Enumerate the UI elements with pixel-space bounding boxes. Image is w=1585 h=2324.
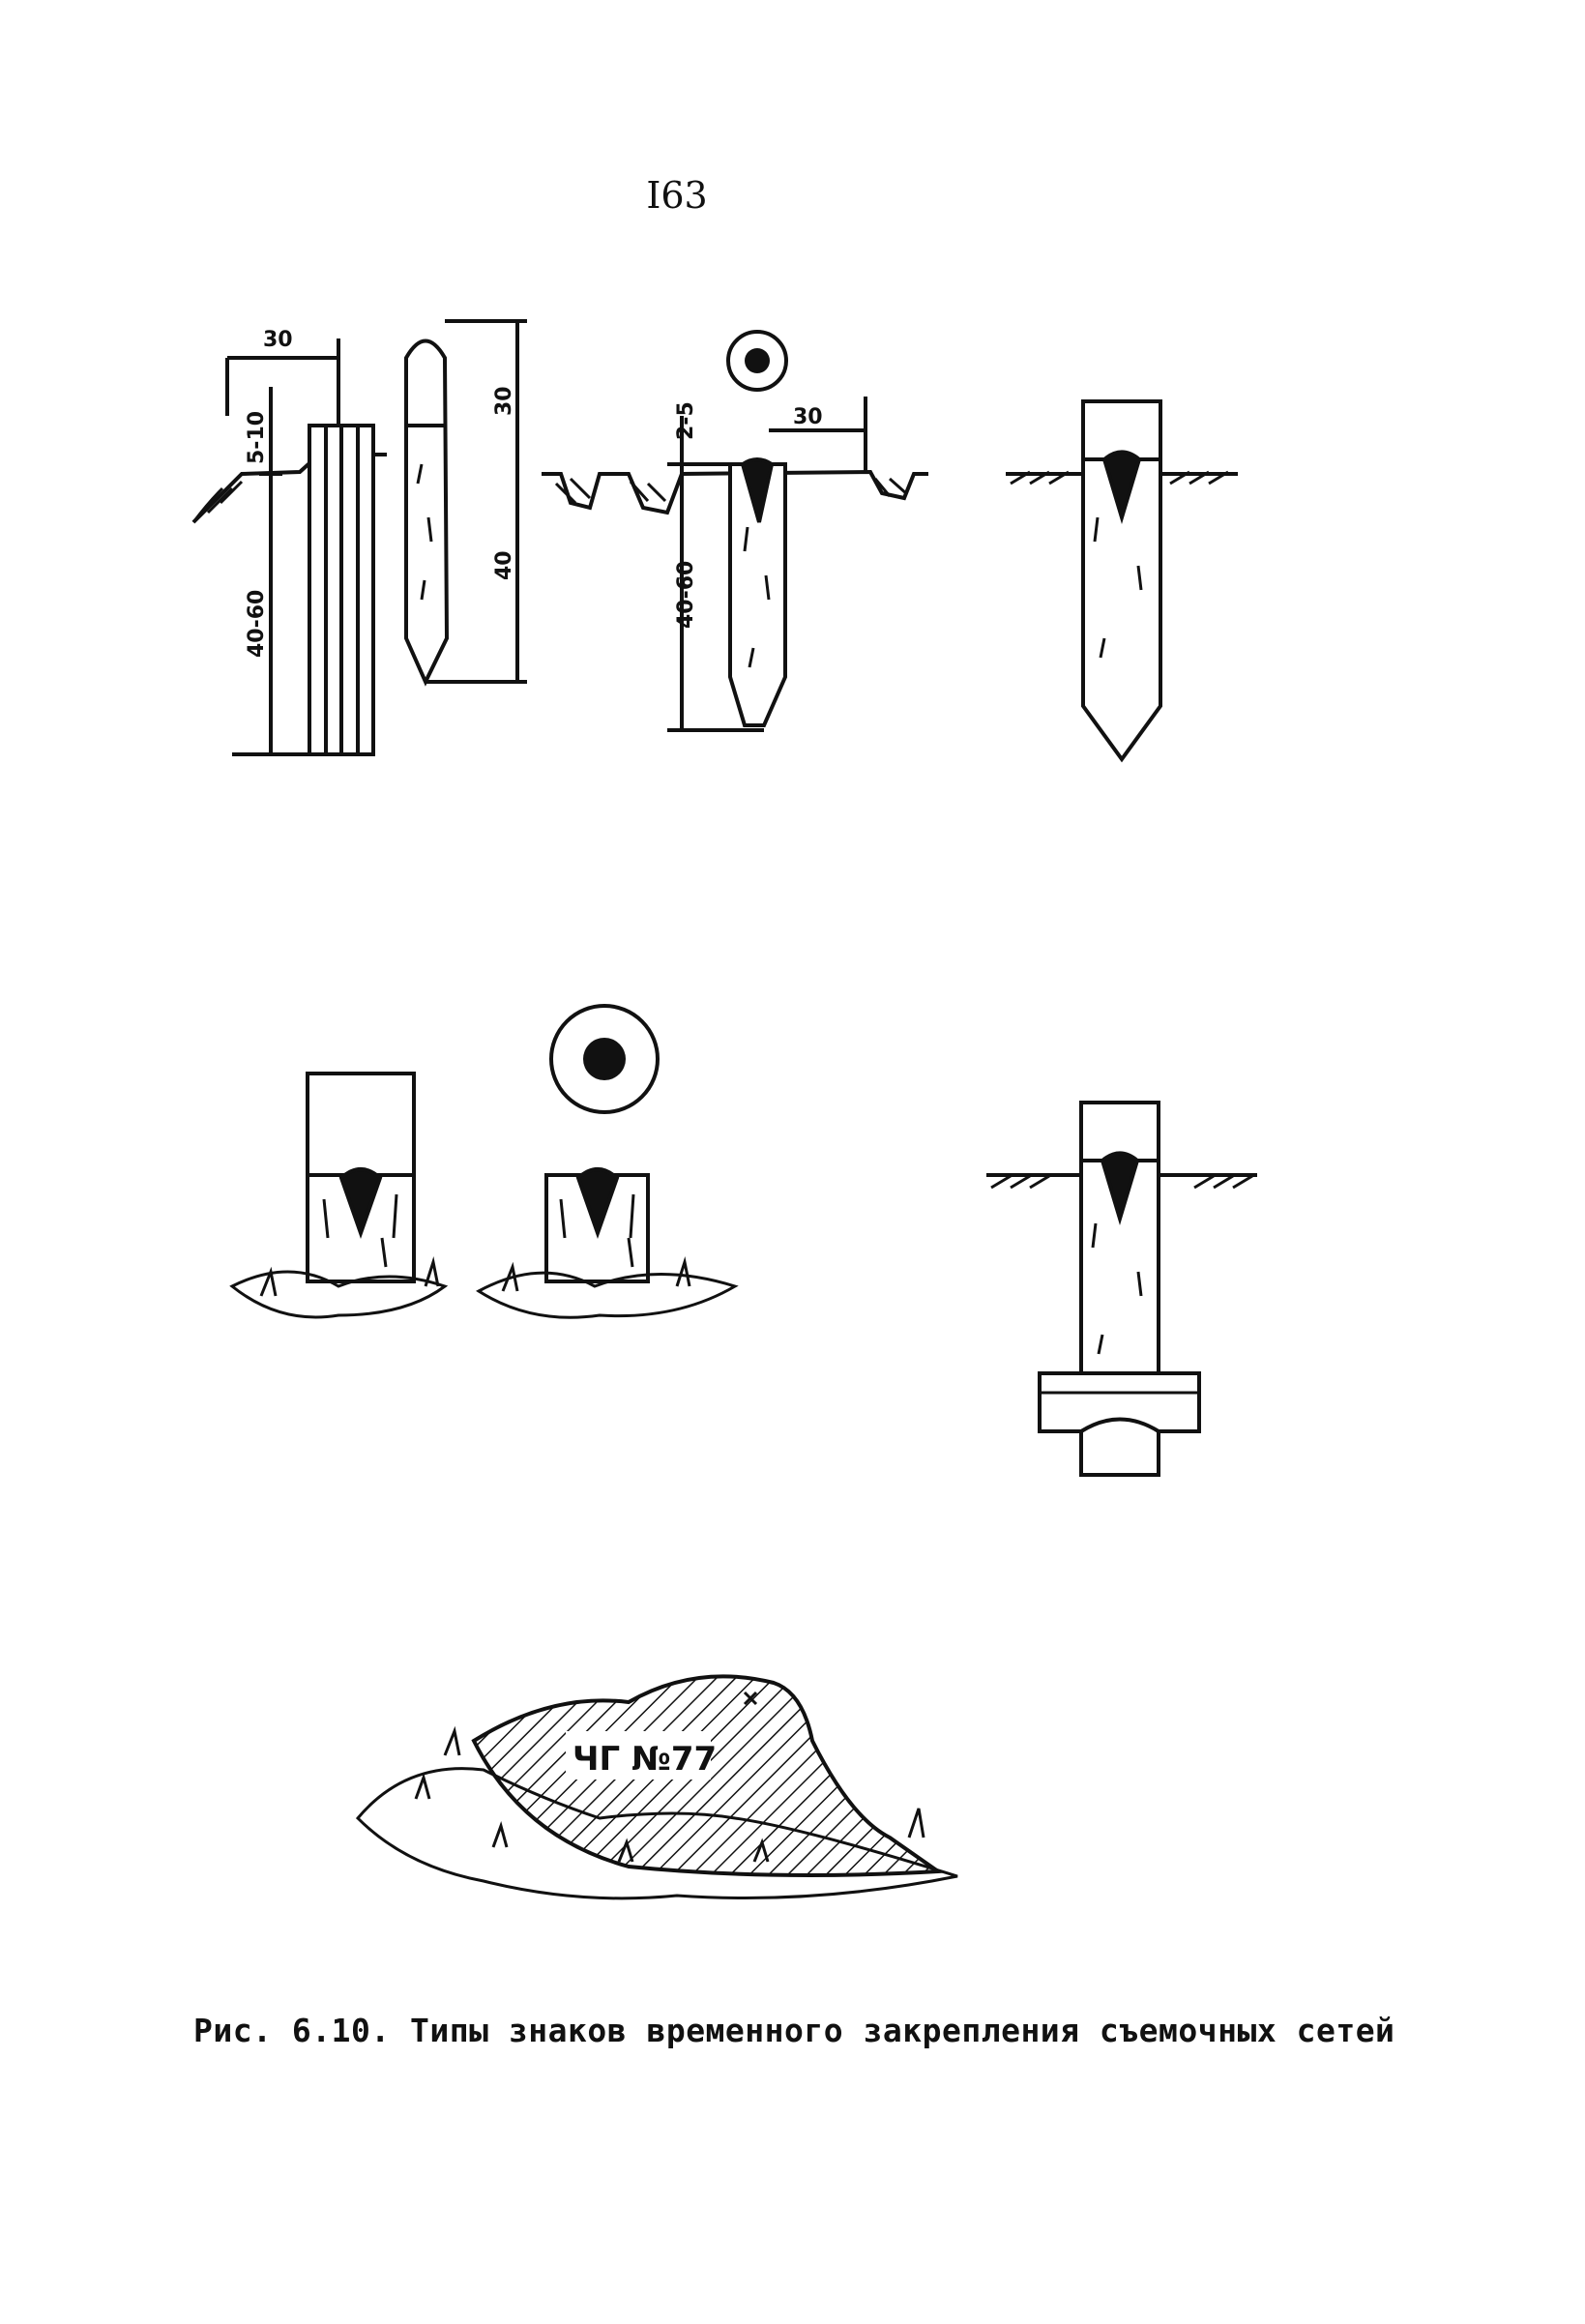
plan-symbol-small (726, 330, 788, 392)
figure-caption: Рис. 6.10. Типы знаков временного закреп… (193, 2012, 1395, 2049)
stump-mark (476, 1167, 739, 1319)
dimension-2-5: 2-5 (674, 401, 698, 440)
plan-symbol-large (549, 1004, 660, 1114)
page-number: I63 (646, 174, 708, 217)
round-stake-mark (404, 319, 609, 687)
dimension-40-60-left: 40-60 (245, 590, 269, 658)
stone-inscription: ЧГ №77 (572, 1740, 717, 1779)
driven-stake-mark (1006, 399, 1238, 763)
stump-with-tag-mark (229, 1072, 449, 1319)
dimension-30-side: 30 (492, 386, 516, 416)
dimension-30-right: 30 (793, 405, 823, 429)
dimension-5-10: 5-10 (245, 411, 269, 464)
dimension-40-60-right: 40-60 (674, 561, 698, 629)
stone-mark (355, 1674, 958, 1900)
ditch-stake-mark (600, 397, 928, 732)
dimension-30-top: 30 (263, 328, 293, 352)
dimension-40: 40 (492, 550, 516, 580)
anchored-stake-mark (986, 1101, 1257, 1477)
plank-stake-mark (191, 338, 387, 756)
